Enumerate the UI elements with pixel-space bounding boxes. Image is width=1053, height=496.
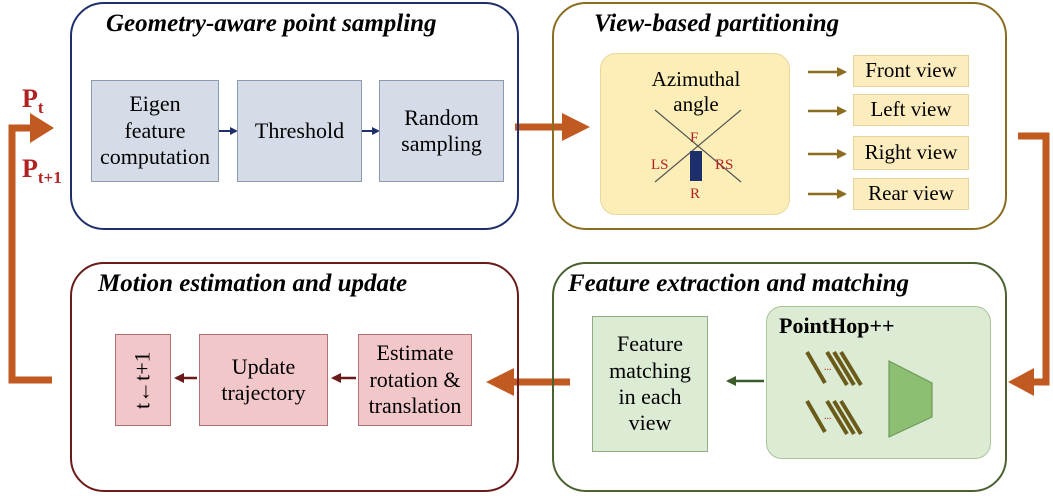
feature-stack-bottom [805, 399, 863, 436]
direction-left: LS [651, 157, 669, 173]
view-left: Left view [853, 94, 969, 126]
box-time-increment: t←t+1 [115, 334, 171, 426]
svg-text:...: ... [824, 411, 832, 422]
input-p-t-base: P [22, 84, 38, 113]
feedback-loop-line [8, 124, 52, 384]
view-front: Front view [853, 55, 969, 87]
panel-feature: Feature extraction and matching [552, 262, 1007, 492]
view-right: Right view [853, 136, 969, 170]
input-p-t1-base: P [22, 154, 38, 183]
arrow-partitioning-to-feature-head [1008, 368, 1034, 396]
arrow-feature-to-motion-head [486, 368, 514, 396]
classifier-trapezoid [888, 360, 933, 438]
input-p-t1: Pt+1 [22, 154, 62, 188]
direction-rear: R [690, 186, 701, 202]
input-p-t-sub: t [37, 98, 44, 118]
panel-sampling: Geometry-aware point sampling [70, 2, 519, 230]
feedback-loop-arrowhead [30, 113, 54, 143]
box-feature-matching: Feature matching in each view [592, 316, 708, 452]
arrow-sampling-to-partitioning-head [562, 113, 590, 141]
feature-stack-top [805, 350, 863, 387]
pointhop-glyphs: ... ... [805, 350, 933, 438]
box-estimate-rotation-translation: Estimate rotation & translation [358, 334, 472, 426]
box-update-trajectory: Update trajectory [199, 334, 328, 426]
panel-partitioning: View-based partitioning [552, 2, 1007, 230]
arrow-partitioning-to-feature [1018, 132, 1050, 386]
view-rear: Rear view [853, 178, 969, 210]
sensor-rect [690, 151, 702, 181]
azimuth-box: Azimuthal angle F R LS RS [600, 53, 790, 215]
svg-text:...: ... [824, 362, 832, 373]
panel-motion-title: Motion estimation and update [98, 270, 408, 297]
box-threshold: Threshold [237, 80, 362, 182]
panel-feature-title: Feature extraction and matching [568, 270, 910, 297]
input-p-t: Pt [22, 84, 44, 118]
direction-right: RS [715, 157, 734, 173]
panel-sampling-title: Geometry-aware point sampling [106, 10, 437, 37]
direction-front: F [690, 130, 699, 146]
pointhop-box: PointHop++ ... ... [766, 306, 991, 459]
azimuth-cross [654, 109, 742, 183]
pointhop-label: PointHop++ [779, 313, 895, 338]
box-eigen-feature-computation: Eigen feature computation [91, 80, 219, 182]
panel-partitioning-title: View-based partitioning [594, 10, 840, 37]
azimuth-label: Azimuthal angle [651, 66, 741, 116]
input-p-t1-sub: t+1 [37, 168, 62, 188]
box-random-sampling: Random sampling [379, 80, 504, 182]
panel-motion: Motion estimation and update [70, 262, 519, 492]
